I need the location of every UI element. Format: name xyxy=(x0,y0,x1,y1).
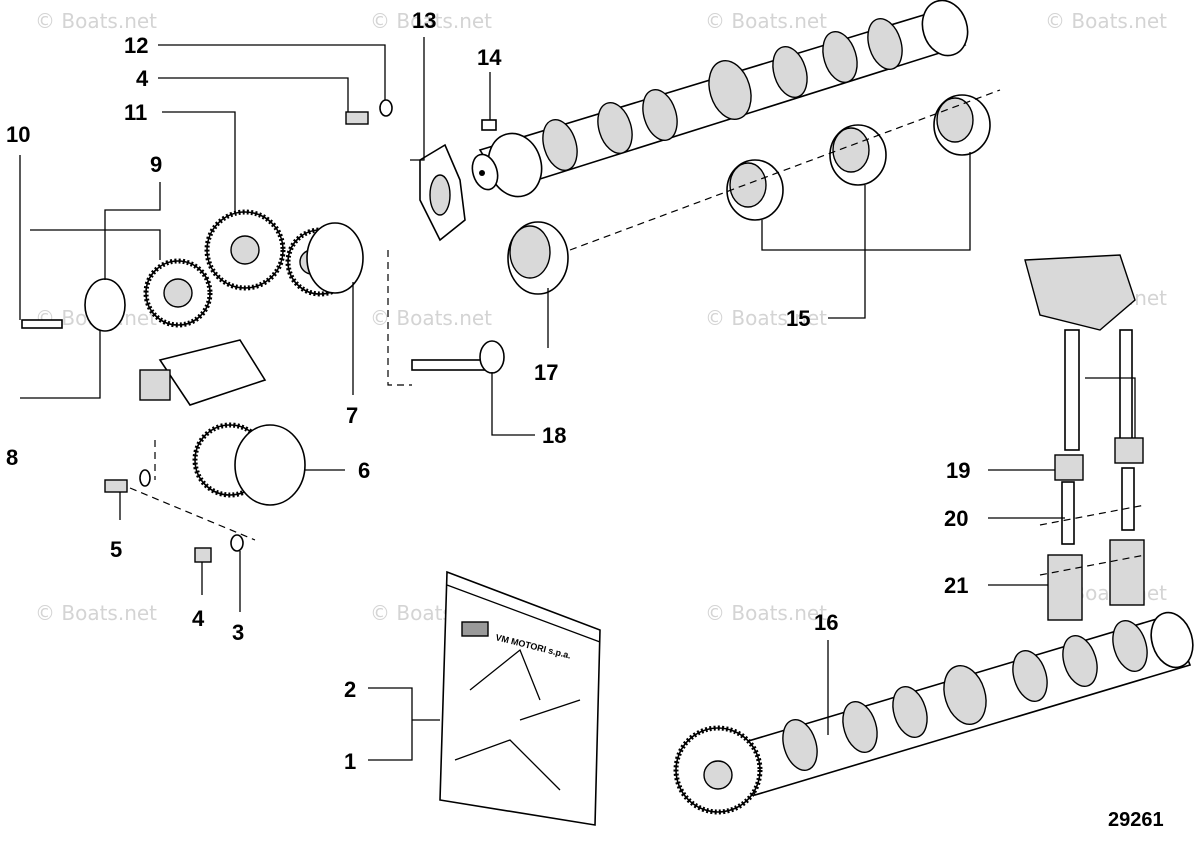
lower-screws xyxy=(104,440,256,563)
watermark: © Boats.net xyxy=(35,9,157,33)
callout-18: 18 xyxy=(542,423,566,448)
callout-7: 7 xyxy=(346,403,358,428)
watermark: © Boats.net xyxy=(705,601,827,625)
lower-camshaft xyxy=(673,611,1194,815)
callout-8: 8 xyxy=(6,445,18,470)
key-pin xyxy=(481,119,497,131)
idler-gears xyxy=(204,209,364,297)
callout-2: 2 xyxy=(344,677,356,702)
gasket-plate xyxy=(419,143,466,242)
callout-17: 17 xyxy=(534,360,558,385)
callout-12: 12 xyxy=(124,33,148,58)
bag-logo xyxy=(461,621,489,637)
callout-20: 20 xyxy=(944,506,968,531)
callout-15: 15 xyxy=(786,306,810,331)
watermark: © Boats.net xyxy=(370,306,492,330)
callout-16: 16 xyxy=(814,610,838,635)
watermark: © Boats.net xyxy=(370,9,492,33)
watermark: © Boats.net xyxy=(1045,9,1167,33)
leader-lines xyxy=(19,37,1065,761)
upper-bearings xyxy=(569,89,1001,251)
callouts: 12 4 11 13 14 10 9 7 8 6 5 4 3 17 18 15 … xyxy=(6,8,1164,831)
upper-screw xyxy=(345,99,393,125)
front-bearing xyxy=(507,221,569,295)
callout-13: 13 xyxy=(412,8,436,33)
callout-9: 9 xyxy=(150,152,162,177)
callout-21: 21 xyxy=(944,573,968,598)
callout-19: 19 xyxy=(946,458,970,483)
callout-11: 11 xyxy=(124,100,147,125)
callout-10: 10 xyxy=(6,122,30,147)
watermark: © Boats.net xyxy=(705,306,827,330)
parts-bag: VM MOTORI s.p.a. xyxy=(439,570,601,826)
watermark: © Boats.net xyxy=(35,601,157,625)
pump-assembly xyxy=(139,339,306,506)
callout-14: 14 xyxy=(477,45,502,70)
callout-4: 4 xyxy=(192,606,205,631)
callout-4: 4 xyxy=(136,66,149,91)
upper-camshaft xyxy=(471,0,969,198)
watermark-layer: © Boats.net © Boats.net © Boats.net © Bo… xyxy=(35,9,1167,625)
rocker-assembly xyxy=(1024,254,1146,621)
watermark: © Boats.net xyxy=(705,9,827,33)
callout-3: 3 xyxy=(232,620,244,645)
figure-number: 29261 xyxy=(1108,809,1164,831)
drive-gear-assembly xyxy=(21,258,213,332)
bolt xyxy=(387,250,505,386)
callout-6: 6 xyxy=(358,458,370,483)
callout-1: 1 xyxy=(344,749,356,774)
callout-5: 5 xyxy=(110,537,122,562)
